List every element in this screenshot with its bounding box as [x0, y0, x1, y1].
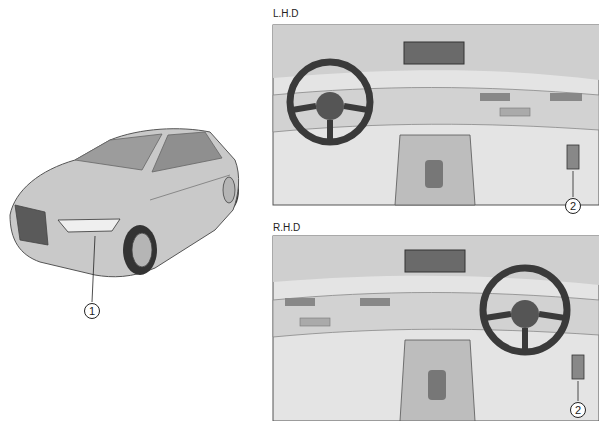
view-label: L.H.D	[273, 8, 299, 20]
lhd-dashboard	[273, 25, 599, 205]
leader-line	[92, 236, 95, 302]
callout-number: 1	[84, 303, 100, 319]
view-label: R.H.D	[273, 222, 300, 234]
rhd-dashboard	[273, 236, 599, 421]
callout-number: 2	[570, 402, 586, 418]
car-illustration	[10, 129, 239, 277]
leader-line	[578, 381, 579, 401]
callout-number: 2	[565, 198, 581, 214]
leader-line	[573, 171, 574, 197]
